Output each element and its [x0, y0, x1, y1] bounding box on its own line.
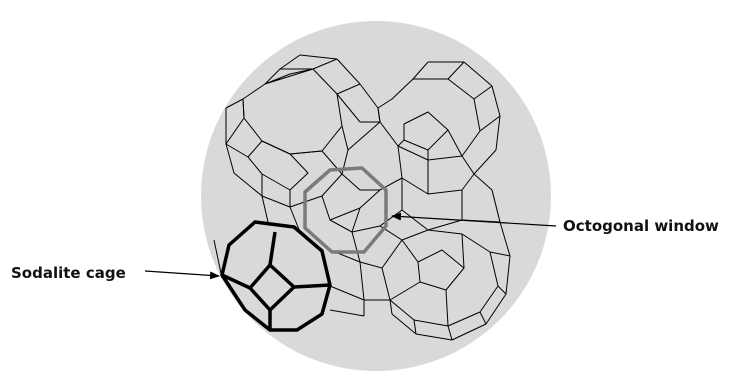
sodalite-cage-arrow — [145, 271, 219, 276]
octagonal-window-label: Octogonal window — [563, 217, 719, 235]
sodalite-cage-label: Sodalite cage — [11, 264, 126, 282]
